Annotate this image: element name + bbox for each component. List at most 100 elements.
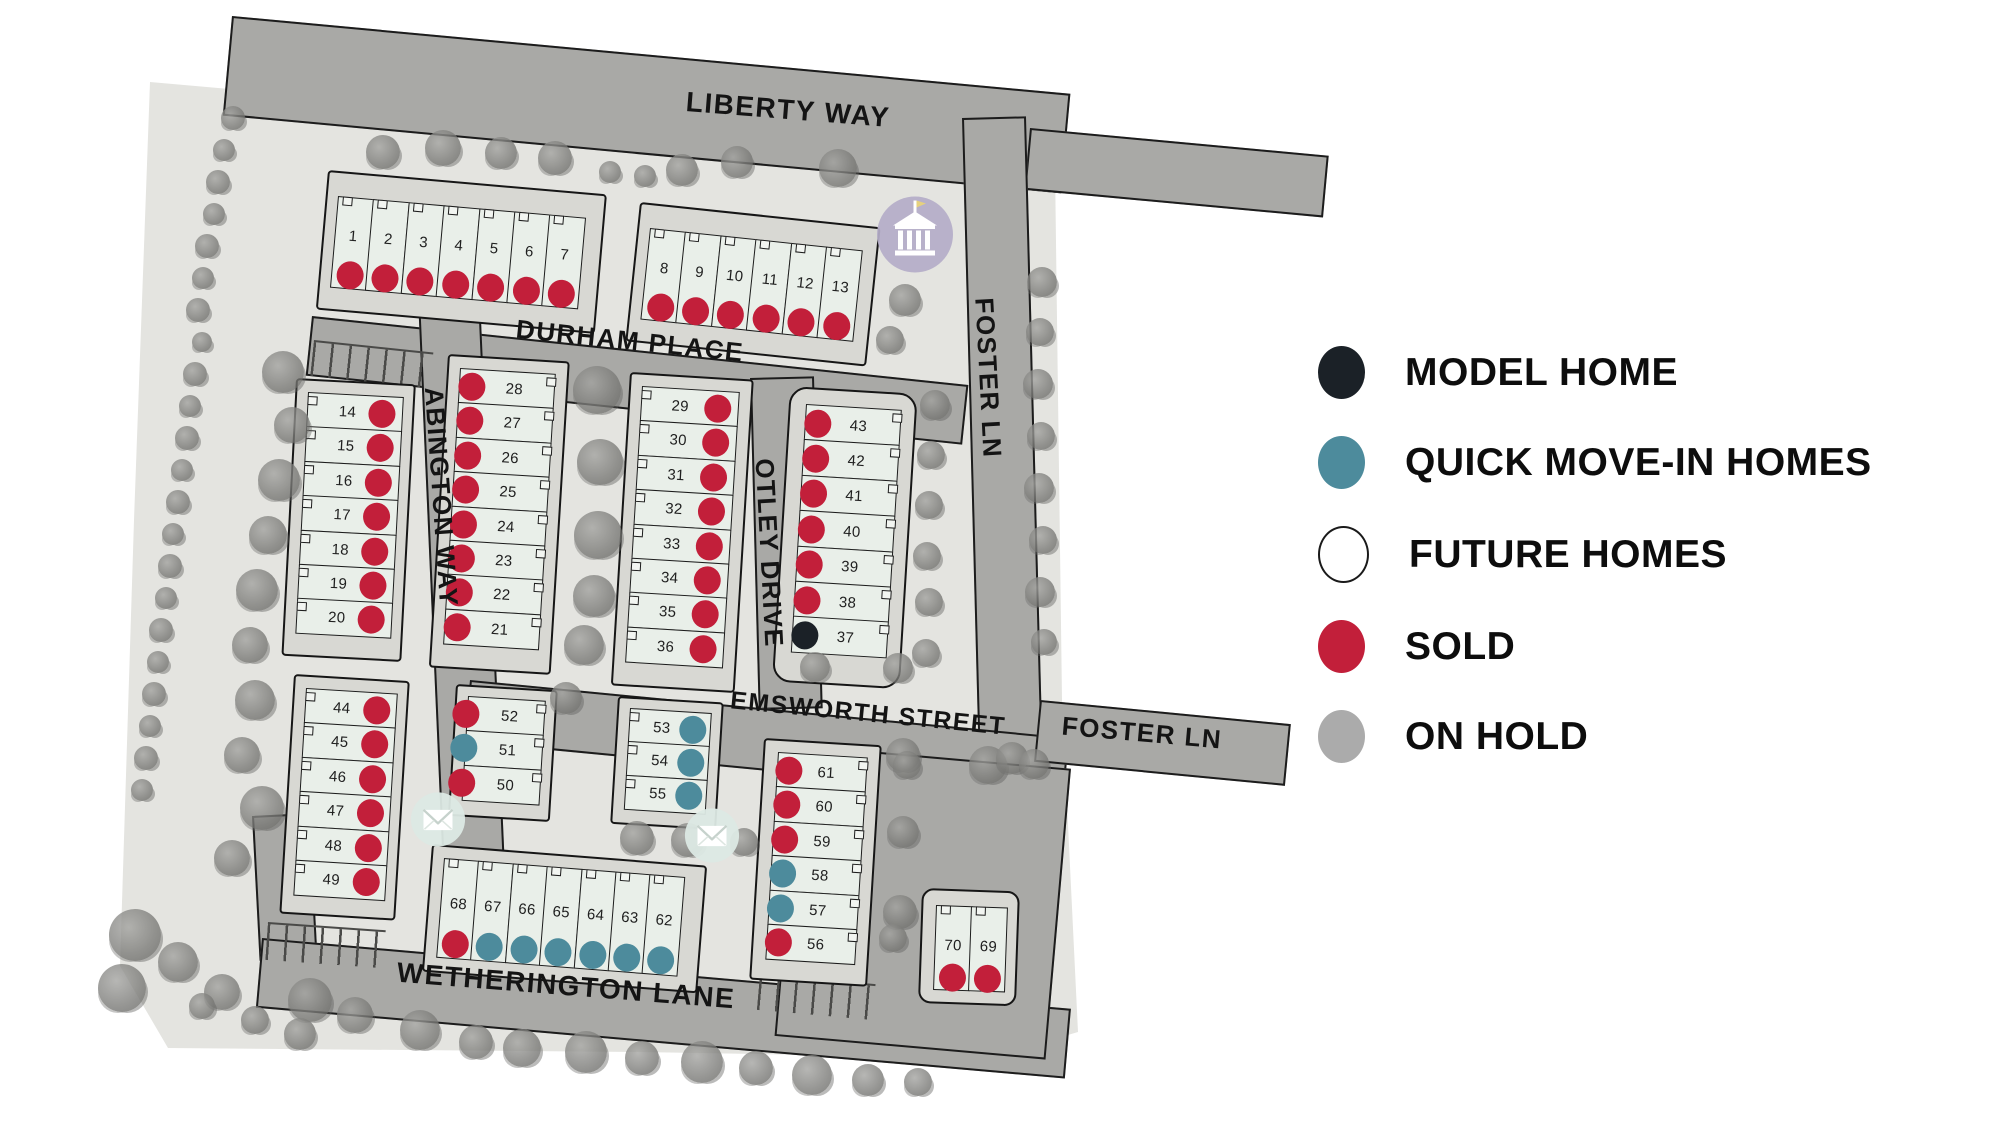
lot-37[interactable]: 37: [790, 615, 890, 659]
lot-58-status-dot-quick[interactable]: [768, 858, 798, 889]
lot-2-status-dot-sold[interactable]: [370, 263, 400, 294]
lot-62-status-dot-quick[interactable]: [646, 945, 676, 976]
lot-7-status-dot-sold[interactable]: [546, 279, 576, 310]
lot-28-status-dot-sold[interactable]: [457, 371, 487, 402]
lot-36[interactable]: 36: [625, 626, 726, 669]
lot-notch: [531, 772, 542, 783]
lot-20-status-dot-sold[interactable]: [357, 605, 386, 635]
lot-59-status-dot-sold[interactable]: [770, 824, 800, 855]
lot-45-status-dot-sold[interactable]: [360, 729, 390, 760]
lot-49[interactable]: 49: [293, 859, 388, 902]
lot-43-status-dot-sold[interactable]: [803, 408, 833, 439]
lot-68-status-dot-sold[interactable]: [440, 929, 470, 960]
lot-42-status-dot-sold[interactable]: [801, 443, 831, 474]
lot-notch: [847, 932, 858, 943]
lot-number: 60: [814, 798, 834, 817]
lot-70[interactable]: 70: [933, 904, 973, 993]
lot-12-status-dot-sold[interactable]: [786, 307, 816, 339]
lot-66-status-dot-quick[interactable]: [509, 934, 539, 965]
lot-8-status-dot-sold[interactable]: [645, 292, 676, 324]
lot-44-status-dot-sold[interactable]: [362, 695, 392, 726]
lot-18-status-dot-sold[interactable]: [360, 536, 390, 567]
lot-69[interactable]: 69: [968, 905, 1009, 994]
lot-36-status-dot-sold[interactable]: [688, 634, 718, 664]
lot-47-status-dot-sold[interactable]: [356, 798, 385, 829]
lot-14-status-dot-sold[interactable]: [367, 399, 397, 429]
lot-49-status-dot-sold[interactable]: [352, 867, 381, 897]
lot-notch: [543, 411, 554, 422]
lot-30-status-dot-sold[interactable]: [701, 428, 730, 458]
lot-15-status-dot-sold[interactable]: [366, 433, 395, 463]
lot-33-status-dot-sold[interactable]: [694, 531, 724, 561]
lot-5-status-dot-sold[interactable]: [475, 272, 506, 304]
lot-9-status-dot-sold[interactable]: [680, 296, 711, 327]
lot-61-status-dot-sold[interactable]: [774, 755, 804, 786]
lot-6-status-dot-sold[interactable]: [511, 276, 541, 307]
tree: [915, 491, 943, 519]
lot-46-status-dot-sold[interactable]: [358, 764, 387, 794]
lot-21-status-dot-sold[interactable]: [443, 612, 472, 642]
lot-10-status-dot-sold[interactable]: [715, 299, 746, 331]
lot-number: 34: [660, 569, 679, 588]
lot-1-status-dot-sold[interactable]: [334, 260, 365, 291]
lot-number: 28: [505, 380, 524, 399]
lot-13-status-dot-sold[interactable]: [821, 311, 852, 342]
lot-39-status-dot-sold[interactable]: [795, 549, 824, 580]
lot-notch: [638, 424, 650, 434]
lot-38-status-dot-sold[interactable]: [792, 585, 822, 615]
tree: [142, 682, 166, 706]
lot-64-status-dot-quick[interactable]: [577, 940, 607, 971]
lot-notch: [518, 211, 530, 222]
lot-11-status-dot-sold[interactable]: [750, 303, 781, 335]
lot-17-status-dot-sold[interactable]: [362, 502, 392, 532]
lot-62[interactable]: 62: [641, 874, 686, 977]
lot-53-status-dot-quick[interactable]: [678, 714, 708, 745]
lot-16-status-dot-sold[interactable]: [364, 467, 393, 498]
lot-51-status-dot-quick[interactable]: [449, 733, 479, 764]
lot-32-status-dot-sold[interactable]: [696, 496, 726, 527]
lot-notch: [855, 795, 866, 805]
lot-56[interactable]: 56: [764, 923, 858, 966]
lot-27-status-dot-sold[interactable]: [455, 406, 485, 436]
lot-57-status-dot-quick[interactable]: [766, 893, 796, 923]
lot-number: 43: [849, 416, 868, 435]
lot-65-status-dot-quick[interactable]: [543, 937, 573, 968]
lot-56-status-dot-sold[interactable]: [764, 927, 794, 958]
lot-19-status-dot-sold[interactable]: [358, 570, 388, 601]
lot-notch: [482, 860, 494, 871]
lot-3-status-dot-sold[interactable]: [405, 266, 435, 297]
lot-21[interactable]: 21: [443, 608, 542, 651]
tree: [852, 1064, 884, 1096]
lot-52-status-dot-sold[interactable]: [452, 699, 481, 729]
lot-63-status-dot-quick[interactable]: [612, 942, 642, 973]
lot-notch: [299, 533, 311, 543]
tree: [214, 840, 250, 876]
lot-20[interactable]: 20: [295, 598, 394, 640]
lot-4-status-dot-sold[interactable]: [440, 269, 471, 301]
lot-50[interactable]: 50: [447, 764, 542, 806]
lot-48-status-dot-sold[interactable]: [354, 832, 383, 863]
tree: [262, 351, 304, 393]
lot-70-status-dot-sold[interactable]: [937, 963, 966, 993]
lot-notch: [626, 630, 637, 640]
lot-notch: [306, 395, 318, 406]
lot-41-status-dot-sold[interactable]: [799, 479, 829, 509]
lot-54-status-dot-quick[interactable]: [676, 747, 706, 778]
lot-35-status-dot-sold[interactable]: [690, 599, 720, 630]
tree: [459, 1025, 493, 1059]
lot-40-status-dot-sold[interactable]: [797, 514, 826, 545]
lot-number: 49: [322, 870, 341, 889]
tree: [904, 1068, 932, 1096]
lot-26-status-dot-sold[interactable]: [453, 440, 483, 471]
lot-number: 65: [551, 903, 571, 922]
lot-69-status-dot-sold[interactable]: [973, 964, 1002, 994]
lot-7[interactable]: 7: [541, 214, 587, 310]
lot-60-status-dot-sold[interactable]: [772, 790, 802, 820]
lot-37-status-dot-model[interactable]: [790, 620, 820, 651]
lot-67-status-dot-quick[interactable]: [474, 932, 505, 963]
lot-29-status-dot-sold[interactable]: [703, 393, 732, 424]
lot-31-status-dot-sold[interactable]: [699, 462, 728, 493]
lot-34-status-dot-sold[interactable]: [692, 565, 722, 596]
tree: [550, 682, 582, 714]
